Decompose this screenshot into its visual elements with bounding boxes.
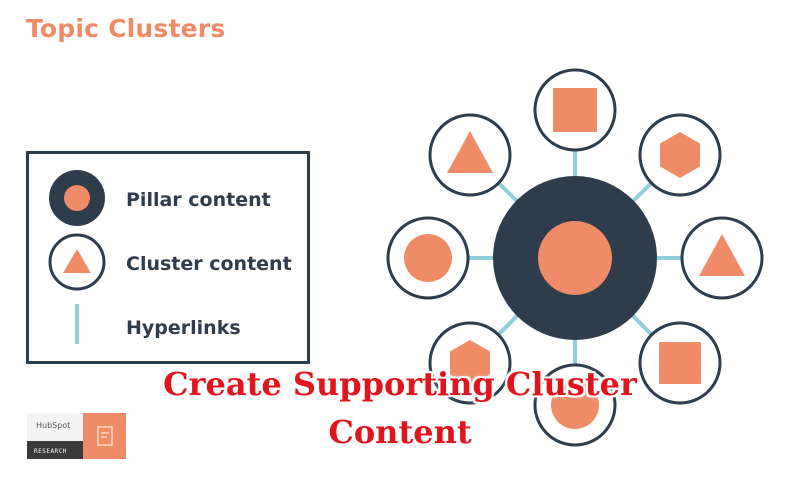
legend-label-cluster: Cluster content: [126, 253, 292, 275]
overlay-caption: Create Supporting Cluster Content: [150, 360, 650, 456]
logo-brand-text: HubSpot: [36, 421, 71, 430]
cluster-node-right-triangle: [680, 216, 764, 300]
cluster-node-bottom-circle: [533, 363, 617, 447]
cluster-node-bottom-left-hexagon: [428, 321, 512, 405]
document-icon: [97, 426, 113, 446]
cluster-node-left-circle: [386, 216, 470, 300]
logo-band: RESEARCH: [27, 441, 83, 459]
overlay-line-2: Content: [328, 413, 472, 451]
legend-box: Pillar content Cluster content Hyperlink…: [26, 151, 310, 364]
cluster-node-top-right-hexagon: [638, 113, 722, 197]
cluster-node-top-left-triangle: [428, 113, 512, 197]
overlay-line-1: Create Supporting Cluster: [163, 365, 637, 403]
logo-panel: HubSpot RESEARCH: [27, 413, 83, 459]
page-title: Topic Clusters: [26, 14, 226, 43]
pillar-node: [493, 176, 657, 340]
pillar-circle-icon: [49, 170, 105, 226]
hubspot-research-logo: HubSpot RESEARCH: [27, 413, 126, 459]
legend-icons: [48, 170, 106, 344]
cluster-node-bottom-right-square: [638, 321, 722, 405]
legend-label-hyperlinks: Hyperlinks: [126, 317, 241, 339]
cluster-node-top-square: [533, 68, 617, 152]
legend-label-pillar: Pillar content: [126, 189, 271, 211]
logo-research-text: RESEARCH: [34, 448, 67, 455]
logo-accent-panel: [83, 413, 126, 459]
cluster-triangle-icon: [48, 233, 106, 291]
